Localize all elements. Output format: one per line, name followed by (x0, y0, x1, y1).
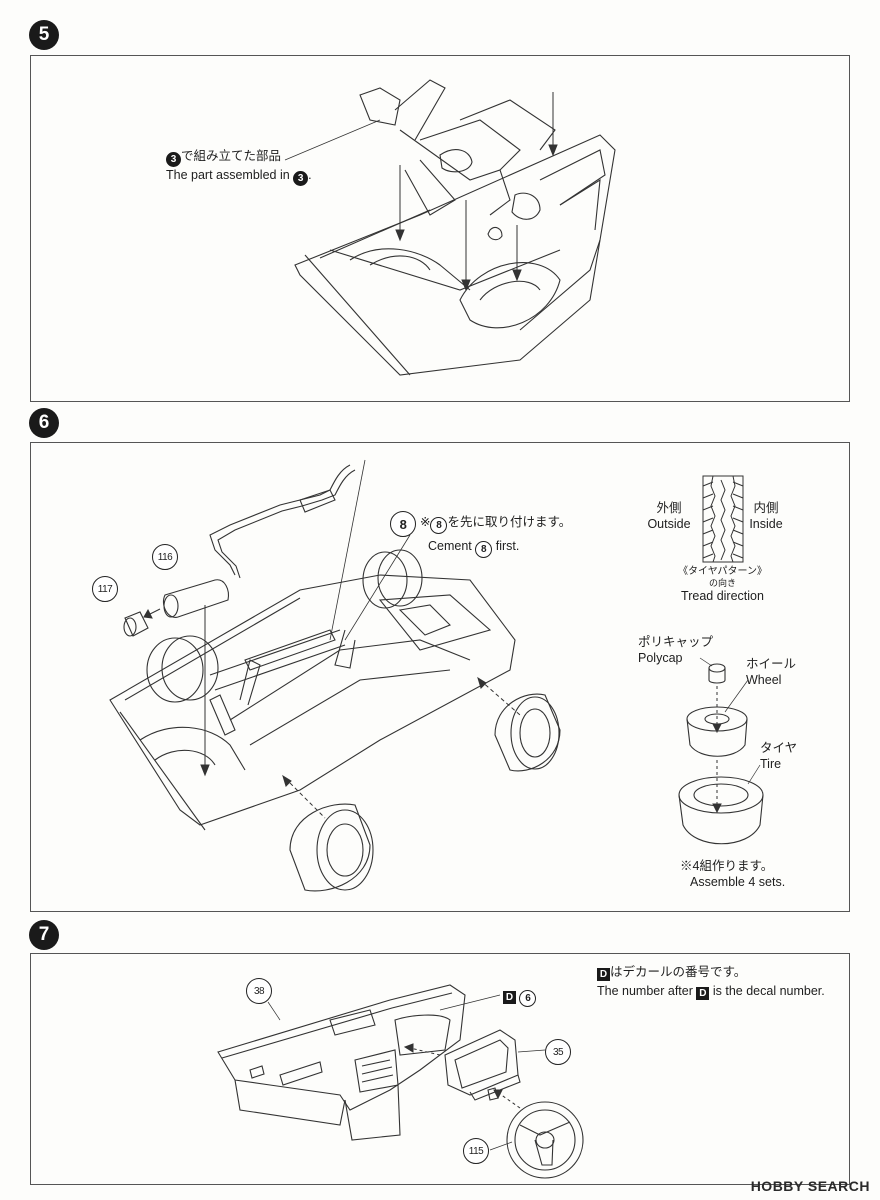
tread-outside-label: 外側 Outside (640, 500, 698, 532)
part-8-bubble: 8 (390, 511, 416, 537)
note-en-prefix: Cement (428, 539, 472, 553)
part-116-bubble: 116 (152, 544, 178, 570)
pattern-jp: 《タイヤパターン (678, 566, 757, 577)
note-decal-badge: D (597, 968, 610, 981)
sets-label: ※4組作ります。 Assemble 4 sets. (680, 858, 785, 890)
step-number-6: 6 (29, 408, 59, 438)
tire-label: タイヤ Tire (760, 740, 797, 772)
note-jp-prefix: ※ (420, 515, 431, 529)
wheel-label: ホイール Wheel (746, 656, 796, 688)
part-ref-badge: 3 (166, 152, 181, 167)
step6-panel (30, 442, 850, 912)
watermark-logo: HOBBY SEARCH (750, 1178, 870, 1194)
pattern-jp2: の向き (708, 578, 736, 588)
sets-en: Assemble 4 sets. (690, 875, 786, 889)
tread-direction-label: 《タイヤパターン》 の向き Tread direction (660, 566, 785, 604)
step5-label-en: The part assembled in (166, 168, 290, 182)
step7-decal-callout: D 6 (503, 987, 537, 1007)
decal-6-badge: 6 (519, 990, 537, 1007)
polycap-en: Polycap (638, 651, 683, 665)
step-number-7: 7 (29, 920, 59, 950)
step5-label-jp: で組み立てた部品 (181, 149, 282, 163)
note-jp: を先に取り付けます。 (447, 515, 572, 529)
part-ref-badge-2: 3 (293, 171, 309, 186)
outside-en: Outside (647, 517, 691, 531)
step-number-5: 5 (29, 20, 59, 50)
decal-d-badge: D (503, 991, 516, 1004)
note-en-part-badge: 8 (475, 541, 493, 558)
wheel-jp: ホイール (746, 657, 797, 671)
pattern-jp-end: 》 (757, 566, 767, 577)
direction-en: Tread direction (681, 589, 764, 603)
part-38-bubble: 38 (246, 978, 272, 1004)
sets-jp: ※4組作ります。 (680, 859, 774, 873)
note-part-badge: 8 (430, 517, 448, 534)
tire-en: Tire (760, 757, 782, 771)
note-en-decal-badge: D (696, 987, 710, 1000)
outside-jp: 外側 (656, 501, 682, 515)
inside-jp: 内側 (753, 501, 779, 515)
tire-jp: タイヤ (760, 741, 798, 755)
inside-en: Inside (749, 517, 783, 531)
wheel-en: Wheel (746, 673, 782, 687)
polycap-label: ポリキャップ Polycap (638, 634, 713, 666)
step5-label-en-end: . (308, 168, 312, 182)
note-en-suffix: first. (495, 539, 520, 553)
tread-inside-label: 内側 Inside (745, 500, 787, 532)
polycap-jp: ポリキャップ (638, 635, 714, 649)
part-115-bubble: 115 (463, 1138, 489, 1164)
part-117-bubble: 117 (92, 576, 118, 602)
step5-panel (30, 55, 850, 402)
step7-note-jp: はデカールの番号です。 (610, 965, 747, 979)
step7-note-en-prefix: The number after (597, 984, 693, 998)
part-35-bubble: 35 (545, 1039, 571, 1065)
step7-note-en-suffix: is the decal number. (712, 984, 825, 998)
